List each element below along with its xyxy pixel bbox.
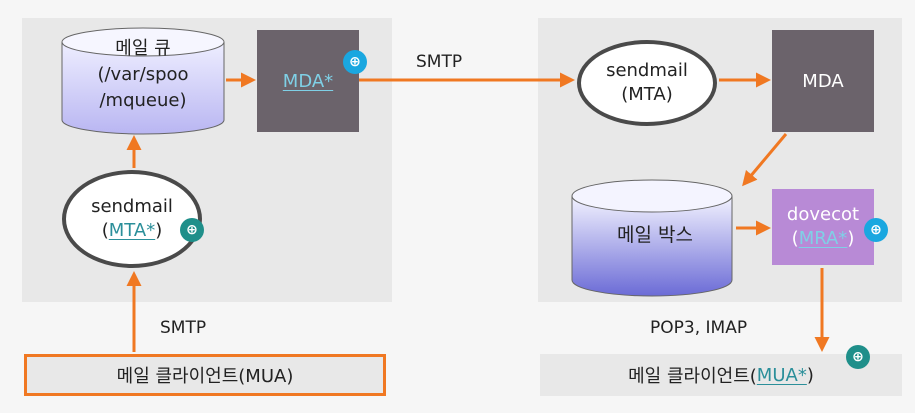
- mda-link[interactable]: MDA*: [282, 70, 334, 92]
- mouse-badge-icon[interactable]: ⊕: [864, 218, 888, 242]
- smtp-label-top: SMTP: [416, 52, 463, 72]
- mouse-badge-icon[interactable]: ⊕: [846, 345, 870, 369]
- dovecot-sub: (MRA*): [792, 227, 855, 251]
- paren-close: ): [847, 228, 855, 249]
- mouse-badge-icon[interactable]: ⊕: [180, 218, 204, 242]
- mail-client-right-prefix: 메일 클라이언트(: [628, 366, 757, 387]
- mail-queue-path-2: /mqueue): [99, 90, 187, 111]
- mua-link[interactable]: MUA*: [756, 364, 807, 386]
- sendmail-mta-left: sendmail (MTA*): [62, 170, 202, 268]
- mda-label-right: MDA: [802, 70, 844, 92]
- mail-client-left: 메일 클라이언트(MUA): [24, 354, 386, 396]
- mail-client-right-suffix: ): [806, 364, 814, 386]
- sendmail-mta-right: sendmail (MTA): [577, 40, 717, 126]
- arrow-mda-to-mailbox: [742, 133, 788, 187]
- sendmail-sub-left: (MTA*): [102, 219, 163, 243]
- mail-queue-path-1: (/var/spoo: [97, 64, 189, 85]
- mouse-badge-icon[interactable]: ⊕: [343, 50, 367, 74]
- mailbox-cylinder: [571, 179, 733, 297]
- dovecot-title: dovecot: [786, 204, 860, 225]
- mailbox-label: 메일 박스: [617, 224, 693, 246]
- mail-client-left-label: 메일 클라이언트(MUA): [116, 366, 294, 387]
- mail-queue-cylinder: [61, 27, 225, 135]
- sendmail-title-right: sendmail: [606, 60, 688, 81]
- paren-open: (: [101, 220, 109, 241]
- mail-client-right: 메일 클라이언트(MUA*): [540, 354, 902, 396]
- paren-close: ): [155, 220, 163, 241]
- mta-link[interactable]: MTA*: [108, 220, 156, 241]
- sendmail-title-left: sendmail: [91, 196, 173, 217]
- mail-queue-label: 메일 큐 (/var/spoo /mqueue): [62, 36, 224, 114]
- dovecot-mra-box: dovecot (MRA*): [772, 189, 874, 265]
- pop3-imap-label: POP3, IMAP: [650, 318, 748, 338]
- mra-link[interactable]: MRA*: [798, 228, 848, 249]
- mail-queue-title: 메일 큐: [115, 38, 171, 59]
- mda-box-left: MDA*: [257, 30, 359, 132]
- sendmail-sub-right: (MTA): [621, 84, 673, 105]
- paren-open: (: [791, 228, 799, 249]
- mda-box-right: MDA: [772, 30, 874, 132]
- smtp-label-bottom: SMTP: [160, 318, 207, 338]
